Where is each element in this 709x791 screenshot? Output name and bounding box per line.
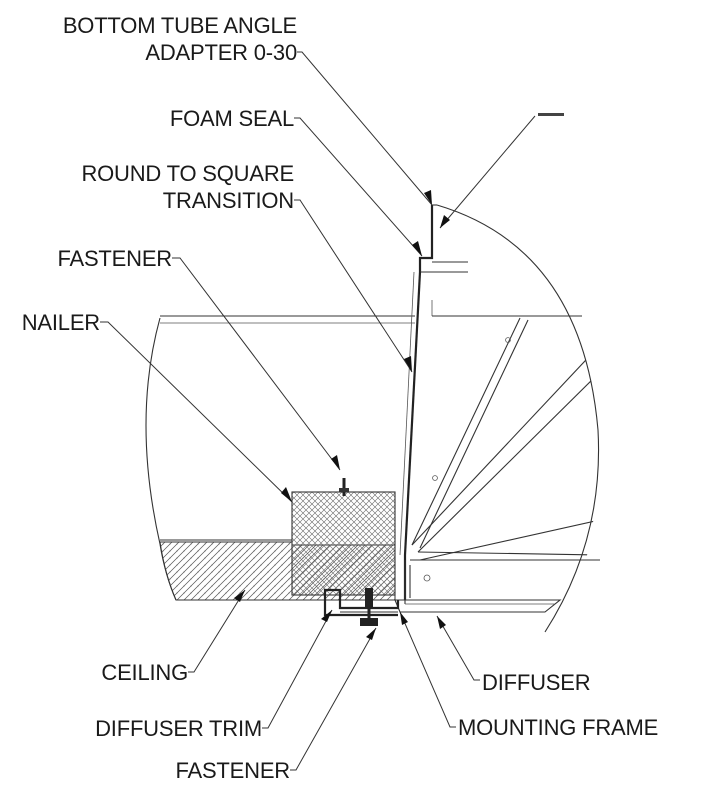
label-foam-seal: FOAM SEAL — [170, 106, 294, 131]
label-transition: TRANSITION — [163, 188, 294, 213]
label-diffuser: DIFFUSER — [482, 670, 590, 695]
label-round-to-square: ROUND TO SQUARE — [81, 161, 294, 186]
label-ceiling: CEILING — [101, 660, 188, 685]
tiny-label-mark — [538, 113, 564, 116]
label-nailer: NAILER — [22, 310, 100, 335]
mounting-frame — [394, 555, 600, 613]
leader-lines — [100, 51, 536, 771]
label-diffuser-trim: DIFFUSER TRIM — [95, 716, 262, 741]
top-fastener — [339, 478, 349, 496]
diffuser-blades — [411, 317, 599, 561]
label-fastener-top: FASTENER — [57, 246, 172, 271]
label-bottom-tube-angle: BOTTOM TUBE ANGLE — [63, 13, 297, 38]
callout-labels: BOTTOM TUBE ANGLE ADAPTER 0-30 FOAM SEAL… — [22, 13, 659, 783]
label-mounting-frame: MOUNTING FRAME — [458, 715, 658, 740]
bottom-fastener — [360, 588, 378, 626]
label-fastener-bottom: FASTENER — [175, 758, 290, 783]
nailer-block — [291, 491, 396, 596]
duct-wall — [399, 204, 582, 556]
label-adapter-0-30: ADAPTER 0-30 — [145, 40, 297, 65]
